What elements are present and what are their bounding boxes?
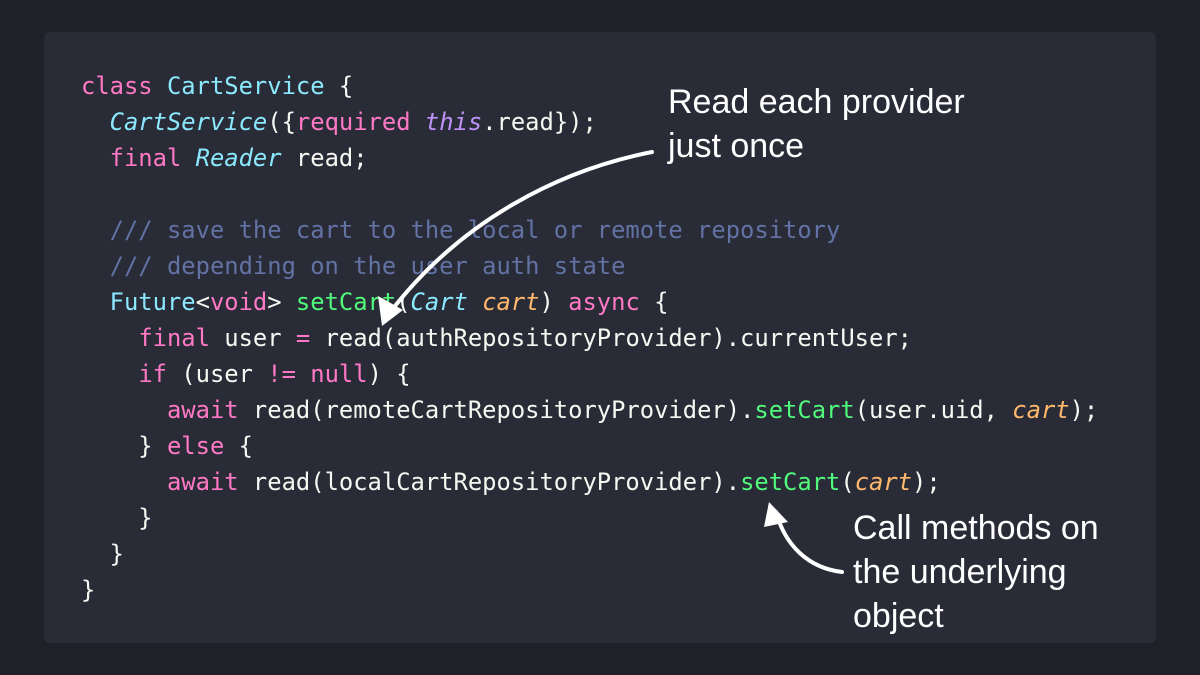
code-token: final <box>109 144 182 172</box>
code-token: read(localCartRepositoryProvider). <box>238 468 741 496</box>
code-token: } <box>81 576 96 604</box>
code-line: await read(localCartRepositoryProvider).… <box>81 464 1098 500</box>
code-token: Future <box>109 288 196 316</box>
code-token: required <box>295 108 411 136</box>
code-token <box>81 396 167 424</box>
code-token <box>81 144 110 172</box>
code-token: this <box>424 108 483 136</box>
code-token: ( <box>840 468 855 496</box>
code-block: class CartService { CartService({require… <box>81 68 1098 608</box>
code-line: /// save the cart to the local or remote… <box>81 212 1098 248</box>
code-token: await <box>166 468 239 496</box>
code-line: if (user != null) { <box>81 356 1098 392</box>
code-token <box>81 468 167 496</box>
code-token: CartService <box>109 108 268 136</box>
code-token: setCart <box>740 468 841 496</box>
code-token <box>296 360 310 388</box>
code-token: await <box>166 396 239 424</box>
code-token: ( <box>396 288 411 316</box>
code-token: else <box>166 432 225 460</box>
code-token: .read}); <box>482 108 597 136</box>
code-token: class <box>81 72 167 100</box>
annotation-read-once: Read each provider just once <box>668 80 965 168</box>
code-line: } <box>81 536 1098 572</box>
annotation-read-once-line-1: Read each provider <box>668 83 965 121</box>
code-token: setCart <box>754 396 855 424</box>
code-token: async <box>568 288 640 316</box>
code-line: final user = read(authRepositoryProvider… <box>81 320 1098 356</box>
code-panel <box>44 32 1156 643</box>
code-token: setCart <box>295 288 397 316</box>
code-token: Reader <box>195 144 282 172</box>
code-line: Future<void> setCart(Cart cart) async { <box>81 284 1098 320</box>
code-token <box>81 324 138 352</box>
code-line: } else { <box>81 428 1098 464</box>
code-token <box>411 108 425 136</box>
annotation-call-methods-line-3: object <box>853 597 944 635</box>
code-token <box>81 288 110 316</box>
code-token: != <box>267 360 296 388</box>
code-token: Cart <box>410 288 468 316</box>
code-token: ); <box>1069 396 1099 424</box>
code-line: CartService({required this.read}); <box>81 104 1098 140</box>
code-line: /// depending on the user auth state <box>81 248 1098 284</box>
code-token: (user.uid, <box>854 396 1013 424</box>
code-token <box>81 360 138 388</box>
annotation-call-methods: Call methods on the underlying object <box>853 506 1099 638</box>
code-token: user <box>209 324 296 352</box>
code-token: null <box>310 360 368 388</box>
code-token <box>81 108 110 136</box>
code-token: ) { <box>367 360 411 388</box>
annotation-call-methods-line-2: the underlying <box>853 553 1067 591</box>
code-token: ({ <box>267 108 296 136</box>
code-token: (user <box>166 360 268 388</box>
code-token: } <box>81 504 153 532</box>
code-token: ); <box>912 468 941 496</box>
code-line: await read(remoteCartRepositoryProvider)… <box>81 392 1098 428</box>
code-line: class CartService { <box>81 68 1098 104</box>
annotation-read-once-line-2: just once <box>668 127 805 165</box>
code-token: /// save the cart to the local or remote… <box>81 216 841 244</box>
code-token: ) <box>539 288 569 316</box>
code-token: if <box>138 360 167 388</box>
code-token: } <box>81 432 167 460</box>
code-line: } <box>81 500 1098 536</box>
code-token: > <box>267 288 296 316</box>
code-token: read(remoteCartRepositoryProvider). <box>238 396 755 424</box>
code-line <box>81 176 1098 212</box>
code-token: cart <box>1012 396 1070 424</box>
code-token: cart <box>482 288 540 316</box>
code-token: /// depending on the user auth state <box>81 252 626 280</box>
code-token: CartService <box>166 72 325 100</box>
code-line: final Reader read; <box>81 140 1098 176</box>
code-token: = <box>295 324 311 352</box>
code-token: { <box>224 432 253 460</box>
code-token <box>181 144 195 172</box>
code-token: final <box>138 324 210 352</box>
code-token: read; <box>281 144 368 172</box>
code-token: read(authRepositoryProvider).currentUser… <box>310 324 912 352</box>
code-token: < <box>195 288 210 316</box>
code-token <box>468 288 482 316</box>
code-token: } <box>81 540 124 568</box>
annotation-call-methods-line-1: Call methods on <box>853 509 1099 547</box>
code-token: void <box>209 288 268 316</box>
code-token: { <box>324 72 354 100</box>
code-line: } <box>81 572 1098 608</box>
code-token: { <box>639 288 669 316</box>
code-token: cart <box>854 468 912 496</box>
